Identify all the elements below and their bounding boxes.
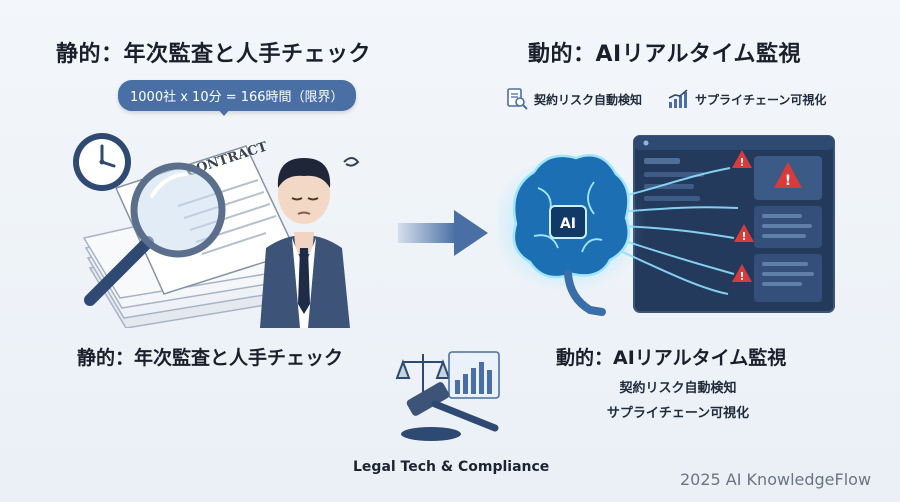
right-subtitle: 動的：AIリアルタイム監視: [556, 347, 787, 369]
feature-risk-detection: 契約リスク自動検知: [506, 88, 642, 110]
chart-icon: [668, 89, 688, 108]
dashboard-panel: ! ! ! !: [633, 135, 835, 313]
warning-icon: [774, 162, 802, 188]
ai-monitoring-illustration: ! ! ! ! AI: [498, 135, 835, 316]
chart-icon: [448, 351, 500, 399]
feature-label-2: サプライチェーン可視化: [695, 92, 827, 107]
ai-chip-label: AI: [560, 216, 576, 232]
feature-supply-chain: サプライチェーン可視化: [667, 88, 826, 110]
left-subtitle: 静的：年次監査と人手チェック: [77, 347, 344, 369]
warning-icon: [732, 264, 752, 282]
left-title: 静的：年次監査と人手チェック: [56, 42, 372, 67]
legal-tech-icon: [395, 351, 500, 441]
arrow-right-icon: [398, 210, 488, 256]
feature-label-1: 契約リスク自動検知: [534, 92, 643, 107]
right-title: 動的：AIリアルタイム監視: [528, 42, 802, 67]
calc-bubble-tail: [216, 107, 232, 116]
sub-feature-2: サプライチェーン可視化: [606, 406, 750, 421]
sub-feature-1: 契約リスク自動検知: [619, 381, 737, 396]
calc-bubble: 1000社 x 10分 = 166時間（限界）: [118, 80, 356, 111]
svg-text:!: !: [785, 173, 791, 189]
tired-worker: [260, 157, 360, 328]
center-caption: Legal Tech & Compliance: [353, 459, 550, 475]
clock-icon: [73, 133, 131, 191]
right-feature-list: 契約リスク自動検知 サプライチェーン可視化: [596, 376, 760, 426]
gavel-icon: [401, 382, 499, 441]
magnifier-icon: [84, 162, 226, 306]
ai-brain-icon: AI: [498, 154, 646, 316]
svg-text:!: !: [741, 230, 746, 243]
document-search-icon: [507, 88, 528, 110]
warning-icon: [734, 224, 754, 242]
footer-credit: 2025 AI KnowledgeFlow: [680, 470, 872, 489]
manual-audit-illustration: CONTRACT: [73, 133, 360, 328]
warning-icon: [732, 150, 752, 168]
svg-text:!: !: [739, 270, 744, 283]
svg-text:!: !: [739, 156, 744, 169]
